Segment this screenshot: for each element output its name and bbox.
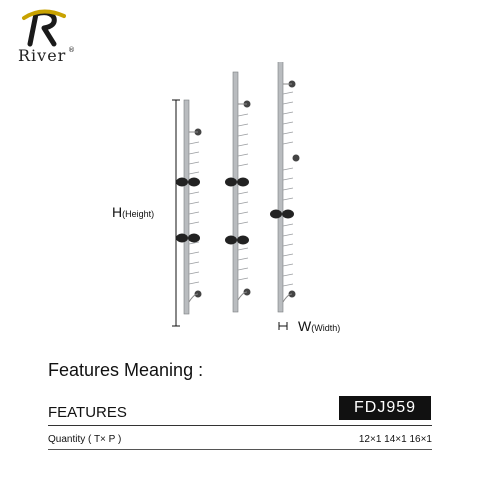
registered-mark: ®: [68, 46, 75, 54]
height-letter: H: [112, 204, 123, 220]
quantity-label: Quantity ( T× P ): [48, 434, 122, 445]
divider-line-bottom: [48, 449, 432, 450]
brand-name: River: [18, 46, 67, 65]
brand-logo: River ®: [12, 8, 76, 70]
divider-line: [48, 425, 432, 426]
river-logo-icon: [22, 9, 66, 47]
model-badge: FDJ959: [339, 396, 431, 420]
width-label: W(Width): [298, 318, 340, 334]
height-dimension-line: [172, 99, 180, 327]
width-subtitle: (Width): [311, 323, 341, 333]
display-pole-1: [176, 99, 202, 315]
height-subtitle: (Height): [122, 209, 155, 219]
features-label: FEATURES: [48, 404, 127, 421]
quantity-values: 12×1 14×1 16×1: [358, 434, 432, 445]
section-title: Features Meaning :: [48, 360, 204, 380]
width-letter: W: [298, 318, 312, 334]
eyewear-display-stand-illustration: [172, 62, 300, 330]
height-label: H(Height): [112, 204, 154, 220]
display-pole-2: [225, 71, 251, 313]
width-dimension-marker: [278, 322, 288, 330]
display-pole-3: [270, 62, 300, 313]
